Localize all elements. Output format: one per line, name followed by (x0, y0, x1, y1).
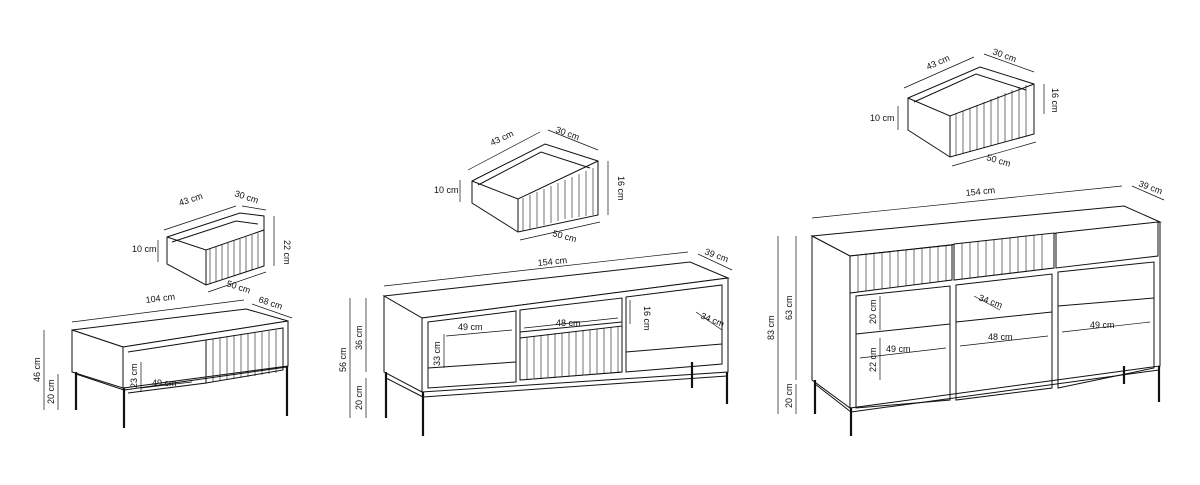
coffee-table-drawer-width-label: 43 cm (178, 191, 204, 208)
coffee-table-depth-label: 68 cm (257, 294, 283, 311)
sideboard-drawer-front-flutes (857, 234, 1043, 292)
coffee-table-shelf-height-label: 23 cm (129, 363, 139, 388)
coffee-table-height-label: 46 cm (32, 357, 42, 382)
tv-drawer-front-width-label: 50 cm (551, 228, 577, 244)
sideboard-right-width-label: 49 cm (1090, 320, 1115, 330)
tv-cabinet-leg-height-label: 20 cm (354, 385, 364, 410)
tv-cabinet-middle-width-label: 48 cm (556, 318, 581, 328)
sideboard: 154 cm 39 cm 83 cm 63 cm 20 cm 20 cm 22 … (766, 178, 1165, 436)
sideboard-leg-height-label: 20 cm (784, 383, 794, 408)
tv-cabinet: 154 cm 39 cm 56 cm 36 cm 20 cm 33 cm 49 … (338, 246, 733, 436)
coffee-table-drawer-depth-label: 30 cm (233, 188, 259, 205)
tv-drawer-height-label: 16 cm (616, 176, 626, 201)
tv-drawer-width-label: 43 cm (489, 128, 515, 147)
coffee-table-drawer-inner-height-label: 10 cm (132, 244, 157, 254)
sideboard-body-height-label: 63 cm (784, 295, 794, 320)
sideboard-lower-shelf-height-label: 22 cm (868, 347, 878, 372)
tv-drawer-inner-height-label: 10 cm (434, 185, 459, 195)
tv-cabinet-middle-height-label: 16 cm (642, 306, 652, 331)
coffee-table-shelf-width-label: 49 cm (152, 378, 177, 388)
sideboard-drawer-height-label: 16 cm (1050, 88, 1060, 113)
sideboard-drawer: 43 cm 30 cm 16 cm 10 cm 50 cm (870, 46, 1060, 168)
coffee-table: 104 cm 68 cm 46 cm 20 cm 23 cm 49 cm (32, 291, 293, 428)
tv-cabinet-height-label: 56 cm (338, 347, 348, 372)
sideboard-upper-shelf-height-label: 20 cm (868, 299, 878, 324)
coffee-table-width-label: 104 cm (145, 291, 176, 305)
coffee-table-drawer-flutes (209, 233, 259, 284)
tv-drawer-depth-label: 30 cm (554, 124, 580, 142)
coffee-table-drawer-front-width-label: 50 cm (225, 278, 251, 295)
coffee-table-front-flutes (212, 330, 277, 382)
tv-cabinet-drawer-front-flutes (526, 327, 619, 379)
coffee-table-leg-height-label: 20 cm (46, 379, 56, 404)
sideboard-drawer-inner-height-label: 10 cm (870, 113, 895, 123)
sideboard-drawer-flutes (955, 85, 1027, 156)
tv-cabinet-depth-label: 39 cm (703, 246, 729, 264)
sideboard-depth-label: 39 cm (1137, 178, 1163, 196)
coffee-table-drawer: 43 cm 30 cm 22 cm 10 cm 50 cm (132, 188, 292, 295)
tv-cabinet-shelf-height-label: 33 cm (432, 341, 442, 366)
tv-cabinet-left-width-label: 49 cm (458, 322, 483, 332)
sideboard-width-label: 154 cm (965, 185, 995, 198)
tv-cabinet-drawer-flutes (522, 168, 594, 231)
tv-cabinet-body-height-label: 36 cm (354, 325, 364, 350)
sideboard-drawer-front-width-label: 50 cm (985, 152, 1011, 168)
tv-cabinet-drawer: 43 cm 30 cm 16 cm 10 cm 50 cm (434, 124, 626, 244)
sideboard-middle-width-label: 48 cm (988, 332, 1013, 342)
sideboard-height-label: 83 cm (766, 315, 776, 340)
sideboard-left-width-label: 49 cm (886, 344, 911, 354)
coffee-table-drawer-height-label: 22 cm (282, 240, 292, 265)
tv-cabinet-width-label: 154 cm (537, 255, 567, 268)
